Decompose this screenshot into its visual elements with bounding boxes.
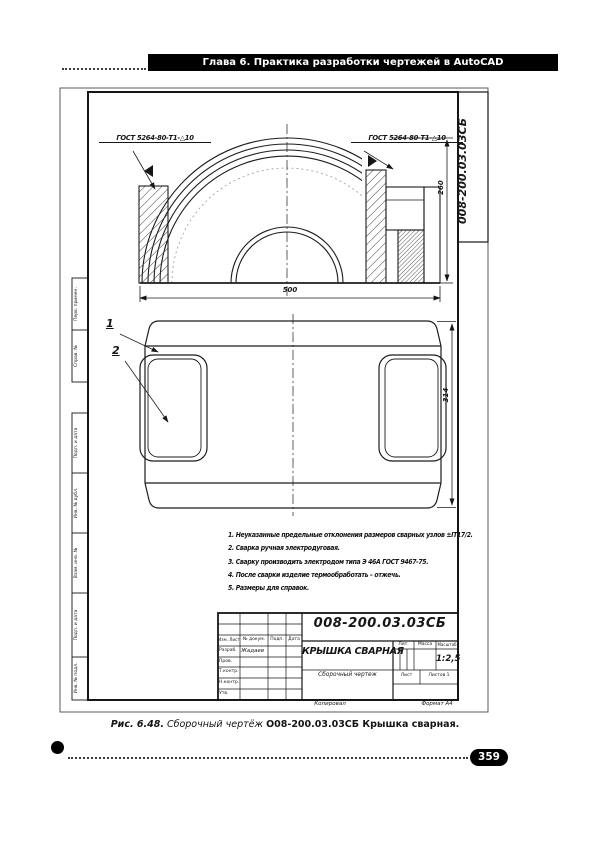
front-view	[139, 314, 447, 516]
header-dotted-line	[62, 68, 146, 70]
row-utv: Утв.	[219, 691, 229, 696]
col-izm-list: Изм. Лист	[218, 637, 240, 642]
sheet-label: Лист	[400, 673, 413, 678]
margin-field-inv-dubl: Инв. № дубл.	[74, 487, 79, 519]
chapter-header: Глава 6. Практика разработки чертежей в …	[148, 54, 558, 71]
footer-dotted-line	[68, 757, 468, 759]
col-podp: Подп.	[270, 637, 284, 642]
lit-label: Лит.	[398, 642, 409, 647]
note-line-5: 5. Размеры для справок.	[228, 584, 309, 592]
dimension-260: 260	[437, 180, 445, 195]
section-view	[138, 124, 442, 299]
note-line-3: 3. Сварку производить электродом типа Э …	[228, 558, 429, 566]
row-tkontr: Т.контр.	[219, 669, 239, 674]
title-block-doc-number: 008-200.03.03СБ	[313, 616, 447, 631]
title-block-doc-type: Сборочный чертеж	[318, 672, 377, 678]
mass-label: Масса	[417, 642, 433, 647]
note-line-1: 1. Неуказанные предельные отклонения раз…	[228, 531, 473, 539]
margin-field-podp-data-2: Подп. и дата	[74, 609, 79, 641]
sheet-frame	[59, 87, 489, 713]
side-designation: 008-200.03.03СБ	[456, 118, 469, 224]
margin-field-perv-primen: Перв. примен.	[74, 287, 79, 321]
format-label: Формат А4	[421, 701, 453, 707]
figure-caption-number: Рис. 6.48.	[110, 719, 164, 730]
weld-spec-label-right: ГОСТ 5264-80-Т1-△10	[351, 134, 463, 143]
scale-value: 1:2,5	[436, 654, 461, 664]
developer-name: Жадаев	[241, 648, 265, 654]
margin-field-sprav-no: Справ. №	[74, 345, 79, 367]
note-line-4: 4. После сварки изделие термообработать …	[228, 571, 401, 579]
col-data: Дата	[288, 637, 300, 642]
dimension-lines	[119, 137, 456, 508]
figure-caption: Рис. 6.48. Сборочный чертёж О08-200.03.0…	[60, 719, 510, 730]
row-razrab: Разраб.	[219, 648, 237, 653]
copied-label: Копировал	[314, 701, 346, 707]
weld-spec-label-left: ГОСТ 5264-80-Т1-△10	[99, 134, 211, 143]
bottom-bullet-dot	[51, 741, 64, 754]
margin-field-podp-data-1: Подп. и дата	[74, 427, 79, 459]
margin-field-inv-podl: Инв. № подл.	[74, 662, 79, 694]
col-no-dokum: № докум.	[242, 637, 266, 642]
sheets-count-label: Листов 1	[428, 673, 450, 678]
balloon-1: 1	[106, 317, 114, 330]
row-nkontr: Н.контр.	[219, 680, 240, 685]
margin-field-vzam-inv: Взам. инв. №	[74, 547, 79, 579]
dimension-314: 314	[442, 387, 450, 403]
title-block-grid	[217, 612, 459, 701]
page-number-badge: 359	[470, 749, 508, 766]
figure-caption-bold: О08-200.03.03СБ Крышка сварная.	[266, 719, 460, 730]
note-line-2: 2. Сварка ручная электродуговая.	[228, 544, 340, 552]
title-block-part-name: КРЫШКА СВАРНАЯ	[302, 646, 404, 657]
scale-label: Масштаб	[437, 642, 457, 647]
balloon-2: 2	[112, 344, 120, 357]
row-prov: Пров.	[219, 659, 233, 664]
figure-caption-italic: Сборочный чертёж	[163, 719, 267, 730]
dimension-500: 500	[282, 286, 298, 294]
